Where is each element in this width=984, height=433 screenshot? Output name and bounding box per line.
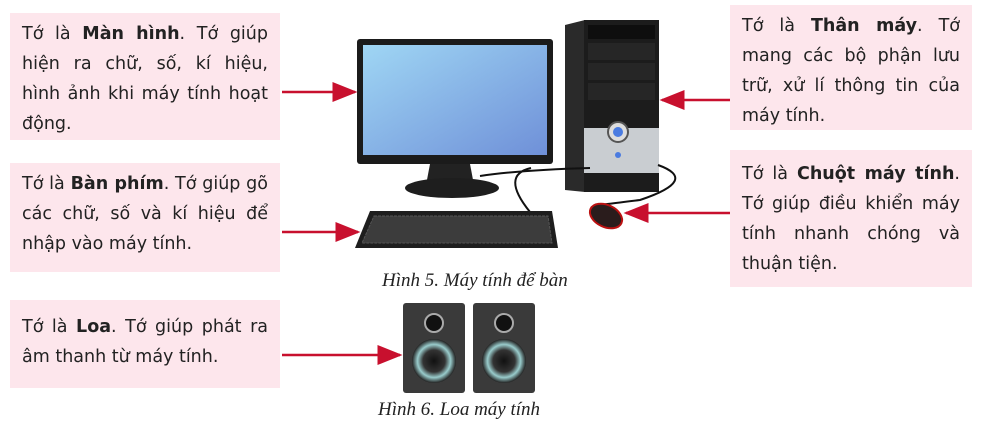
component-name: Thân máy [810,16,918,36]
speakers-image [403,303,535,393]
component-name: Màn hình [82,24,180,44]
callout-case: Tớ là Thân máy. Tớ mang các bộ phận lưu … [730,5,972,130]
callout-text: Tớ là [22,24,83,44]
callout-text: . Tớ giúp phát ra âm thanh từ máy tính. [22,317,268,367]
component-name: Bàn phím [70,174,164,194]
callout-text: Tớ là [22,174,71,194]
callout-text: Tớ là [742,16,811,36]
component-name: Loa [76,317,112,337]
callout-text: . Tớ giúp gõ các chữ, số và kí hiệu để n… [22,174,269,254]
monitor-image [357,39,553,198]
keyboard-image [355,211,558,248]
mouse-image [588,202,624,230]
callout-text: . Tớ giúp hiện ra chữ, số, kí hiệu, hình… [22,24,268,134]
callout-text: . Tớ giúp điều khiển máy tính nhanh chón… [742,164,960,274]
callout-monitor: Tớ là Màn hình. Tớ giúp hiện ra chữ, số,… [10,13,280,140]
component-name: Chuột máy tính [797,164,955,184]
callout-text: . Tớ mang các bộ phận lưu trữ, xử lí thô… [742,16,960,126]
callout-speaker: Tớ là Loa. Tớ giúp phát ra âm thanh từ m… [10,300,280,388]
callout-text: Tớ là [22,317,77,337]
callout-mouse: Tớ là Chuột máy tính. Tớ giúp điều khiển… [730,150,972,287]
computer-case-image [565,20,659,192]
figure-5-caption: Hình 5. Máy tính để bàn [382,270,568,291]
figure-6-caption: Hình 6. Loa máy tính [378,399,541,420]
callout-keyboard: Tớ là Bàn phím. Tớ giúp gõ các chữ, số v… [10,163,280,272]
callout-text: Tớ là [742,164,797,184]
